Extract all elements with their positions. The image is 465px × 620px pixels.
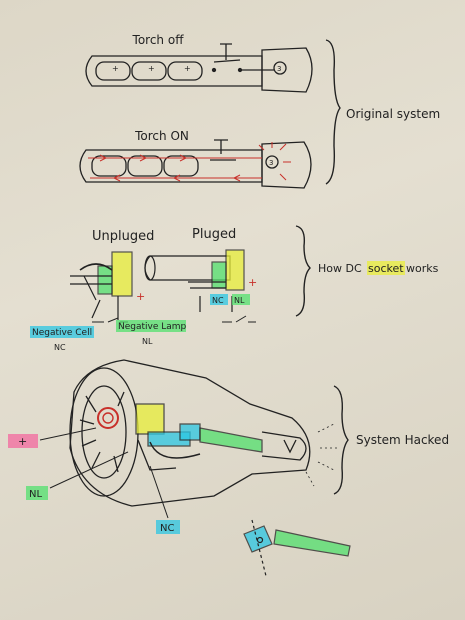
svg-text:+: +	[184, 64, 191, 73]
brace-system-hacked	[333, 385, 349, 495]
neg-cell-highlight	[30, 326, 94, 338]
socket-word-highlight	[367, 261, 405, 275]
neg-lamp-label: Negative Lamp	[118, 322, 187, 332]
plugged-nl-highlight	[232, 294, 250, 305]
brace-dc-socket	[295, 225, 311, 317]
hacked-plus-highlight	[8, 434, 38, 448]
plugged-label: Pluged	[192, 227, 236, 242]
hacked-nl-tag: NL	[29, 489, 42, 500]
socket-plugged-drawing	[144, 249, 245, 312]
torch-off-drawing: Torch off + + + 3	[85, 33, 313, 93]
torch-off-label: Torch off	[132, 33, 185, 47]
detached-socket-drawing	[243, 519, 351, 577]
hacked-nc-highlight	[156, 520, 180, 534]
unplugged-plus-sign: +	[136, 290, 145, 303]
neg-cell-label: Negative Cell	[32, 328, 92, 338]
svg-text:+: +	[148, 64, 155, 73]
svg-text:3: 3	[269, 159, 273, 167]
original-system-label: Original system	[346, 107, 440, 121]
nc-leader-line	[149, 465, 169, 519]
hacked-nl-highlight	[26, 486, 48, 500]
plugged-nl-tag: NL	[234, 296, 245, 305]
socket-unplugged-drawing	[70, 251, 133, 320]
plugged-nc-highlight	[210, 294, 228, 305]
svg-text:+: +	[112, 64, 119, 73]
current-flow-arrows	[88, 142, 291, 182]
dc-socket-label-prefix: How DC	[318, 262, 362, 275]
unplugged-label: Unpluged	[92, 229, 154, 244]
plugged-nc-tag: NC	[212, 296, 224, 305]
hacked-plus-tag: +	[18, 435, 27, 448]
torch-on-label: Torch ON	[134, 129, 189, 143]
plugged-plus-sign: +	[248, 276, 257, 289]
hacked-nc-tag: NC	[160, 523, 174, 534]
dc-socket-label-suffix: works	[406, 262, 439, 275]
torch-on-drawing: Torch ON 3	[79, 129, 312, 189]
dc-socket-label-highlight: socket	[368, 262, 404, 275]
brace-original-system	[325, 39, 341, 185]
svg-text:3: 3	[277, 65, 281, 73]
neg-lamp-highlight	[116, 320, 186, 332]
plus-leader-line	[39, 427, 97, 441]
hacked-light-rays	[305, 423, 338, 487]
neg-cell-code: NC	[54, 343, 66, 352]
hacked-torch-drawing	[69, 359, 311, 507]
neg-lamp-code: NL	[142, 337, 153, 346]
system-hacked-label: System Hacked	[356, 433, 449, 447]
nl-leader-line	[49, 451, 129, 489]
